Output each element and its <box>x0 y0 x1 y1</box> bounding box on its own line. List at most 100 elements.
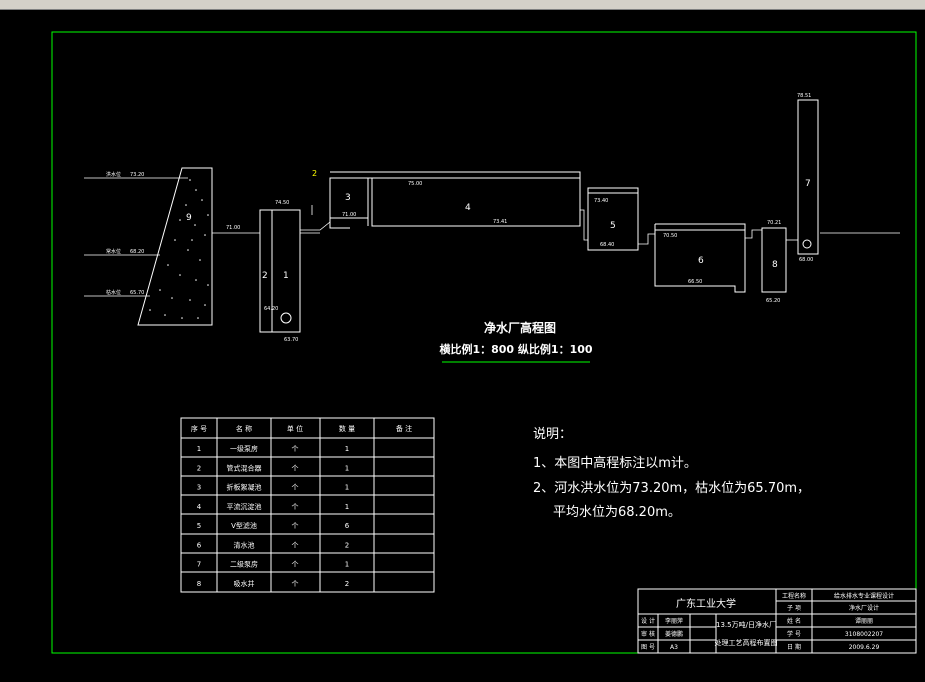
app-toolbar <box>0 0 925 10</box>
secondary-pump-house <box>797 99 819 255</box>
table-cell: 个 <box>292 580 299 588</box>
table-cell: 清水池 <box>234 540 255 549</box>
tower-top-elev: 78.51 <box>797 93 811 99</box>
table-cell: 6 <box>197 541 202 549</box>
table-cell: 1 <box>345 445 349 453</box>
cad-drawing-canvas[interactable]: 9 洪水位 73.20 常水位 68.20 枯水位 65.70 71.00 2 … <box>0 10 925 678</box>
table-cell: 个 <box>292 503 299 511</box>
name-value: 谭丽丽 <box>855 617 873 625</box>
drawing-value: A3 <box>670 644 678 651</box>
table-cell: 2 <box>345 580 349 588</box>
water-levels <box>84 177 188 297</box>
table-cell: 1 <box>345 503 349 511</box>
table-header-cell: 单 位 <box>287 424 303 433</box>
pump-bot-elev: 64.20 <box>264 306 278 312</box>
clear-water-tank <box>654 223 746 293</box>
floc-out-elev: 73.41 <box>493 219 507 225</box>
table-cell: 个 <box>292 464 299 472</box>
notes-line-1: 1、本图中高程标注以m计。 <box>533 455 697 471</box>
project-value: 给水排水专业课程设计 <box>834 592 894 600</box>
clear-tank-label: 6 <box>698 256 704 266</box>
check-value: 姜德鹏 <box>665 630 683 638</box>
well-top-elev: 70.21 <box>767 220 781 226</box>
table-cell: 2 <box>345 541 349 549</box>
flood-level-label: 洪水位 <box>106 171 121 178</box>
name-label: 姓 名 <box>787 617 801 625</box>
clear-top-elev: 70.50 <box>663 233 677 239</box>
floc-sed-tank <box>329 171 581 229</box>
table-cell: 8 <box>197 580 201 588</box>
avg-level-value: 68.20 <box>130 249 144 255</box>
dam-body <box>137 167 213 326</box>
table-cell: 7 <box>197 561 201 569</box>
table-cell: 1 <box>197 445 201 453</box>
filter-top-elev: 73.40 <box>594 198 608 204</box>
date-label: 日 期 <box>787 643 801 651</box>
id-value: 3108002207 <box>845 631 883 638</box>
well-bot-elev: 65.20 <box>766 298 780 304</box>
component-table <box>180 417 435 593</box>
notes: 说明： 1、本图中高程标注以m计。 2、河水洪水位为73.20m，枯水位为65.… <box>533 427 810 520</box>
clear-bot-elev: 66.50 <box>688 279 702 285</box>
table-cell: 吸水井 <box>234 579 255 588</box>
notes-heading: 说明： <box>533 427 572 442</box>
table-cell: 个 <box>292 541 299 549</box>
pump-house <box>259 209 301 333</box>
sed-tank-label: 4 <box>465 203 471 213</box>
pump-base-elev: 63.70 <box>284 337 298 343</box>
filter-bot-elev: 68.40 <box>600 242 614 248</box>
mixer-label: 2 <box>312 169 317 178</box>
table-cell: 平流沉淀池 <box>227 502 262 511</box>
low-level-value: 65.70 <box>130 290 144 296</box>
suction-well-label: 8 <box>772 260 778 270</box>
table-cell: 1 <box>345 561 349 569</box>
table-cell: V型滤池 <box>231 521 257 530</box>
table-header-row: 序 号 名 称 单 位 数 量 备 注 <box>191 424 412 433</box>
id-label: 学 号 <box>787 630 801 638</box>
filter-label: 5 <box>610 221 616 231</box>
dam <box>137 167 213 326</box>
table-cell: 6 <box>345 522 350 530</box>
table-cell: 2 <box>197 464 201 472</box>
table-cell: 个 <box>292 484 299 492</box>
diagram-title: 净水厂高程图 <box>484 320 556 335</box>
filter-tank <box>587 187 639 251</box>
pipe-clear-to-well <box>745 229 762 239</box>
pump-top-elev: 74.50 <box>275 200 289 206</box>
sub-label: 子 项 <box>787 605 801 612</box>
drawing-frame <box>51 31 917 654</box>
design-label: 设 计 <box>641 617 655 625</box>
floc-mid-elev: 71.00 <box>342 212 356 218</box>
low-level-label: 枯水位 <box>106 289 121 296</box>
table-cell: 个 <box>292 561 299 569</box>
table-header-cell: 名 称 <box>236 424 252 433</box>
title-block <box>637 588 917 654</box>
drawing-desc-1: 13.5万吨/日净水厂 <box>716 620 776 629</box>
table-cell: 4 <box>197 503 202 511</box>
table-header-cell: 备 注 <box>396 424 412 433</box>
table-cell: 1 <box>345 484 349 492</box>
table-cell: 个 <box>292 445 299 453</box>
pump-house-label-a: 2 <box>262 271 268 281</box>
table-cell: 折板絮凝池 <box>227 483 262 492</box>
floc-in-elev: 75.00 <box>408 181 422 187</box>
table-cell: 5 <box>197 522 201 530</box>
pipe-filter-to-clear <box>638 233 655 245</box>
table-cell: 1 <box>345 464 349 472</box>
design-value: 李丽萍 <box>665 617 683 625</box>
pump-house-label-b: 1 <box>283 271 289 281</box>
table-cell: 二级泵房 <box>230 560 258 569</box>
flood-level-value: 73.20 <box>130 172 144 178</box>
notes-line-3: 平均水位为68.20m。 <box>553 505 681 520</box>
floc-tank-label: 3 <box>345 193 351 203</box>
dam-label: 9 <box>186 213 192 223</box>
pipe-sed-to-filter <box>580 209 588 241</box>
drawing-label: 图 号 <box>641 644 655 651</box>
land-elev: 71.00 <box>226 225 240 231</box>
date-value: 2009.6.29 <box>849 644 880 651</box>
table-header-cell: 数 量 <box>339 424 355 433</box>
drawing-svg: 9 洪水位 73.20 常水位 68.20 枯水位 65.70 71.00 2 … <box>51 31 917 654</box>
notes-line-2: 2、河水洪水位为73.20m，枯水位为65.70m， <box>533 481 810 496</box>
drawing-desc-2: 处理工艺高程布置图 <box>715 638 778 647</box>
